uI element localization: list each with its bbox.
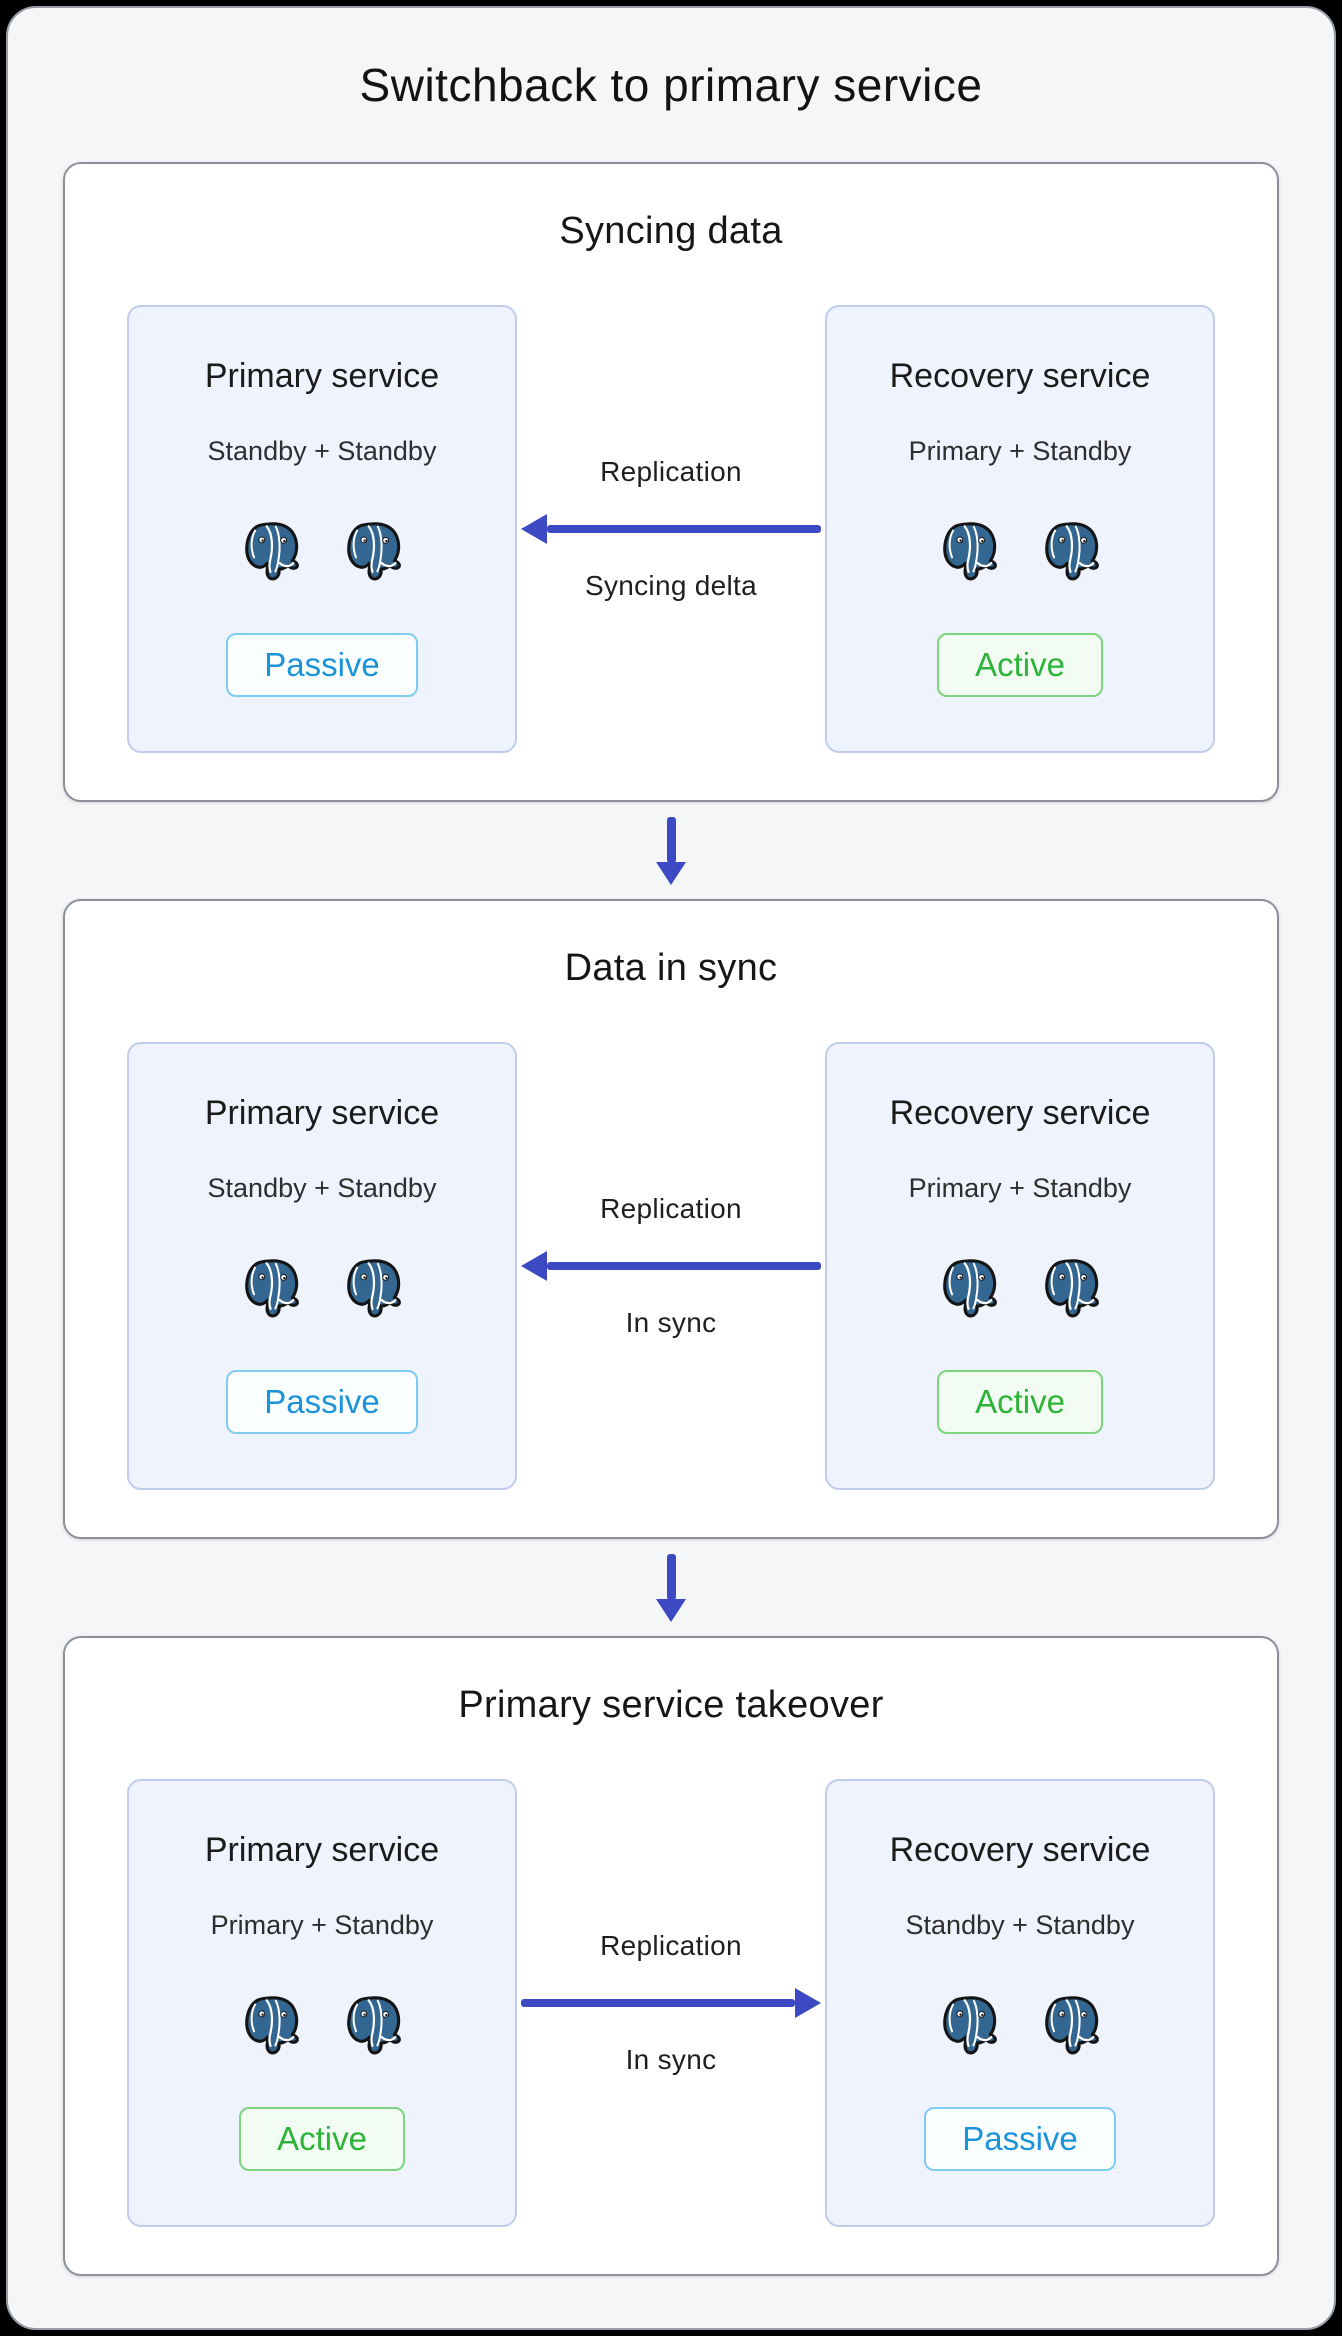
postgres-elephant-icon [938,1258,1000,1320]
badge-row: Active [827,633,1213,697]
postgres-elephant-icon [1040,521,1102,583]
card-title: Recovery service [889,1094,1151,1132]
badge-row: Passive [129,1370,515,1434]
postgres-elephant-icon [938,521,1000,583]
service-card-recovery: Recovery service Standby + Standby Passi… [825,1779,1215,2227]
replication-flow: Replication In sync [517,1779,825,2227]
stage-body: Primary service Standby + Standby Passiv… [127,305,1215,753]
card-title: Primary service [204,1094,440,1132]
stage-title: Primary service takeover [458,1684,884,1726]
arrow-head-icon [656,1598,686,1622]
page-title: Switchback to primary service [359,59,983,111]
postgres-elephant-icon [342,1995,404,2057]
database-icon-row [129,1995,515,2057]
arrow-shaft [547,1262,821,1270]
card-title: Primary service [204,1831,440,1869]
card-subtitle: Standby + Standby [207,1173,437,1203]
service-card-primary: Primary service Standby + Standby Passiv… [127,1042,517,1490]
status-badge: Passive [226,633,418,697]
diagram-canvas: Switchback to primary service Syncing da… [6,6,1336,2330]
database-icon-row [827,521,1213,583]
database-icon-row [827,1258,1213,1320]
replication-arrow-left [521,514,821,544]
arrow-label-bottom: In sync [625,1307,717,1338]
status-badge: Active [937,1370,1103,1434]
stage-body: Primary service Standby + Standby Passiv… [127,1042,1215,1490]
replication-arrow-right [521,1988,821,2018]
arrow-head-icon [656,861,686,885]
postgres-elephant-icon [342,521,404,583]
arrow-shaft [547,525,821,533]
arrow-head-icon [521,1251,547,1281]
service-card-primary: Primary service Standby + Standby Passiv… [127,305,517,753]
replication-flow: Replication In sync [517,1042,825,1490]
service-card-primary: Primary service Primary + Standby Active [127,1779,517,2227]
stage-body: Primary service Primary + Standby Active… [127,1779,1215,2227]
database-icon-row [827,1995,1213,2057]
postgres-elephant-icon [342,1258,404,1320]
card-title: Primary service [204,357,440,395]
badge-row: Passive [129,633,515,697]
arrow-shaft [666,816,676,863]
service-card-recovery: Recovery service Primary + Standby Activ… [825,305,1215,753]
card-subtitle: Standby + Standby [207,436,437,466]
badge-row: Active [827,1370,1213,1434]
stage-connector-arrow [8,1539,1334,1636]
badge-row: Active [129,2107,515,2171]
status-badge: Passive [226,1370,418,1434]
card-subtitle: Primary + Standby [210,1910,434,1940]
badge-row: Passive [827,2107,1213,2171]
card-subtitle: Primary + Standby [908,1173,1132,1203]
status-badge: Active [937,633,1103,697]
stage-connector-arrow [8,802,1334,899]
postgres-elephant-icon [938,1995,1000,2057]
stage-title: Data in sync [564,947,778,989]
arrow-label-bottom: In sync [625,2044,717,2075]
arrow-shaft [521,1999,795,2007]
arrow-label-top: Replication [600,1930,742,1961]
arrow-shaft [666,1553,676,1600]
replication-arrow-left [521,1251,821,1281]
database-icon-row [129,521,515,583]
card-title: Recovery service [889,1831,1151,1869]
service-card-recovery: Recovery service Primary + Standby Activ… [825,1042,1215,1490]
card-title: Recovery service [889,357,1151,395]
postgres-elephant-icon [240,521,302,583]
card-subtitle: Primary + Standby [908,436,1132,466]
stage-section-data-in-sync: Data in sync Primary service Standby + S… [63,899,1279,1539]
postgres-elephant-icon [240,1995,302,2057]
card-subtitle: Standby + Standby [905,1910,1135,1940]
arrow-label-bottom: Syncing delta [584,570,757,601]
arrow-label-top: Replication [600,1193,742,1224]
arrow-head-icon [521,514,547,544]
postgres-elephant-icon [1040,1258,1102,1320]
status-badge: Passive [924,2107,1116,2171]
postgres-elephant-icon [1040,1995,1102,2057]
stage-section-primary-takeover: Primary service takeover Primary service… [63,1636,1279,2276]
status-badge: Active [239,2107,405,2171]
arrow-label-top: Replication [600,456,742,487]
stage-title: Syncing data [559,210,783,252]
postgres-elephant-icon [240,1258,302,1320]
replication-flow: Replication Syncing delta [517,305,825,753]
stage-section-syncing-data: Syncing data Primary service Standby + S… [63,162,1279,802]
database-icon-row [129,1258,515,1320]
arrow-head-icon [795,1988,821,2018]
